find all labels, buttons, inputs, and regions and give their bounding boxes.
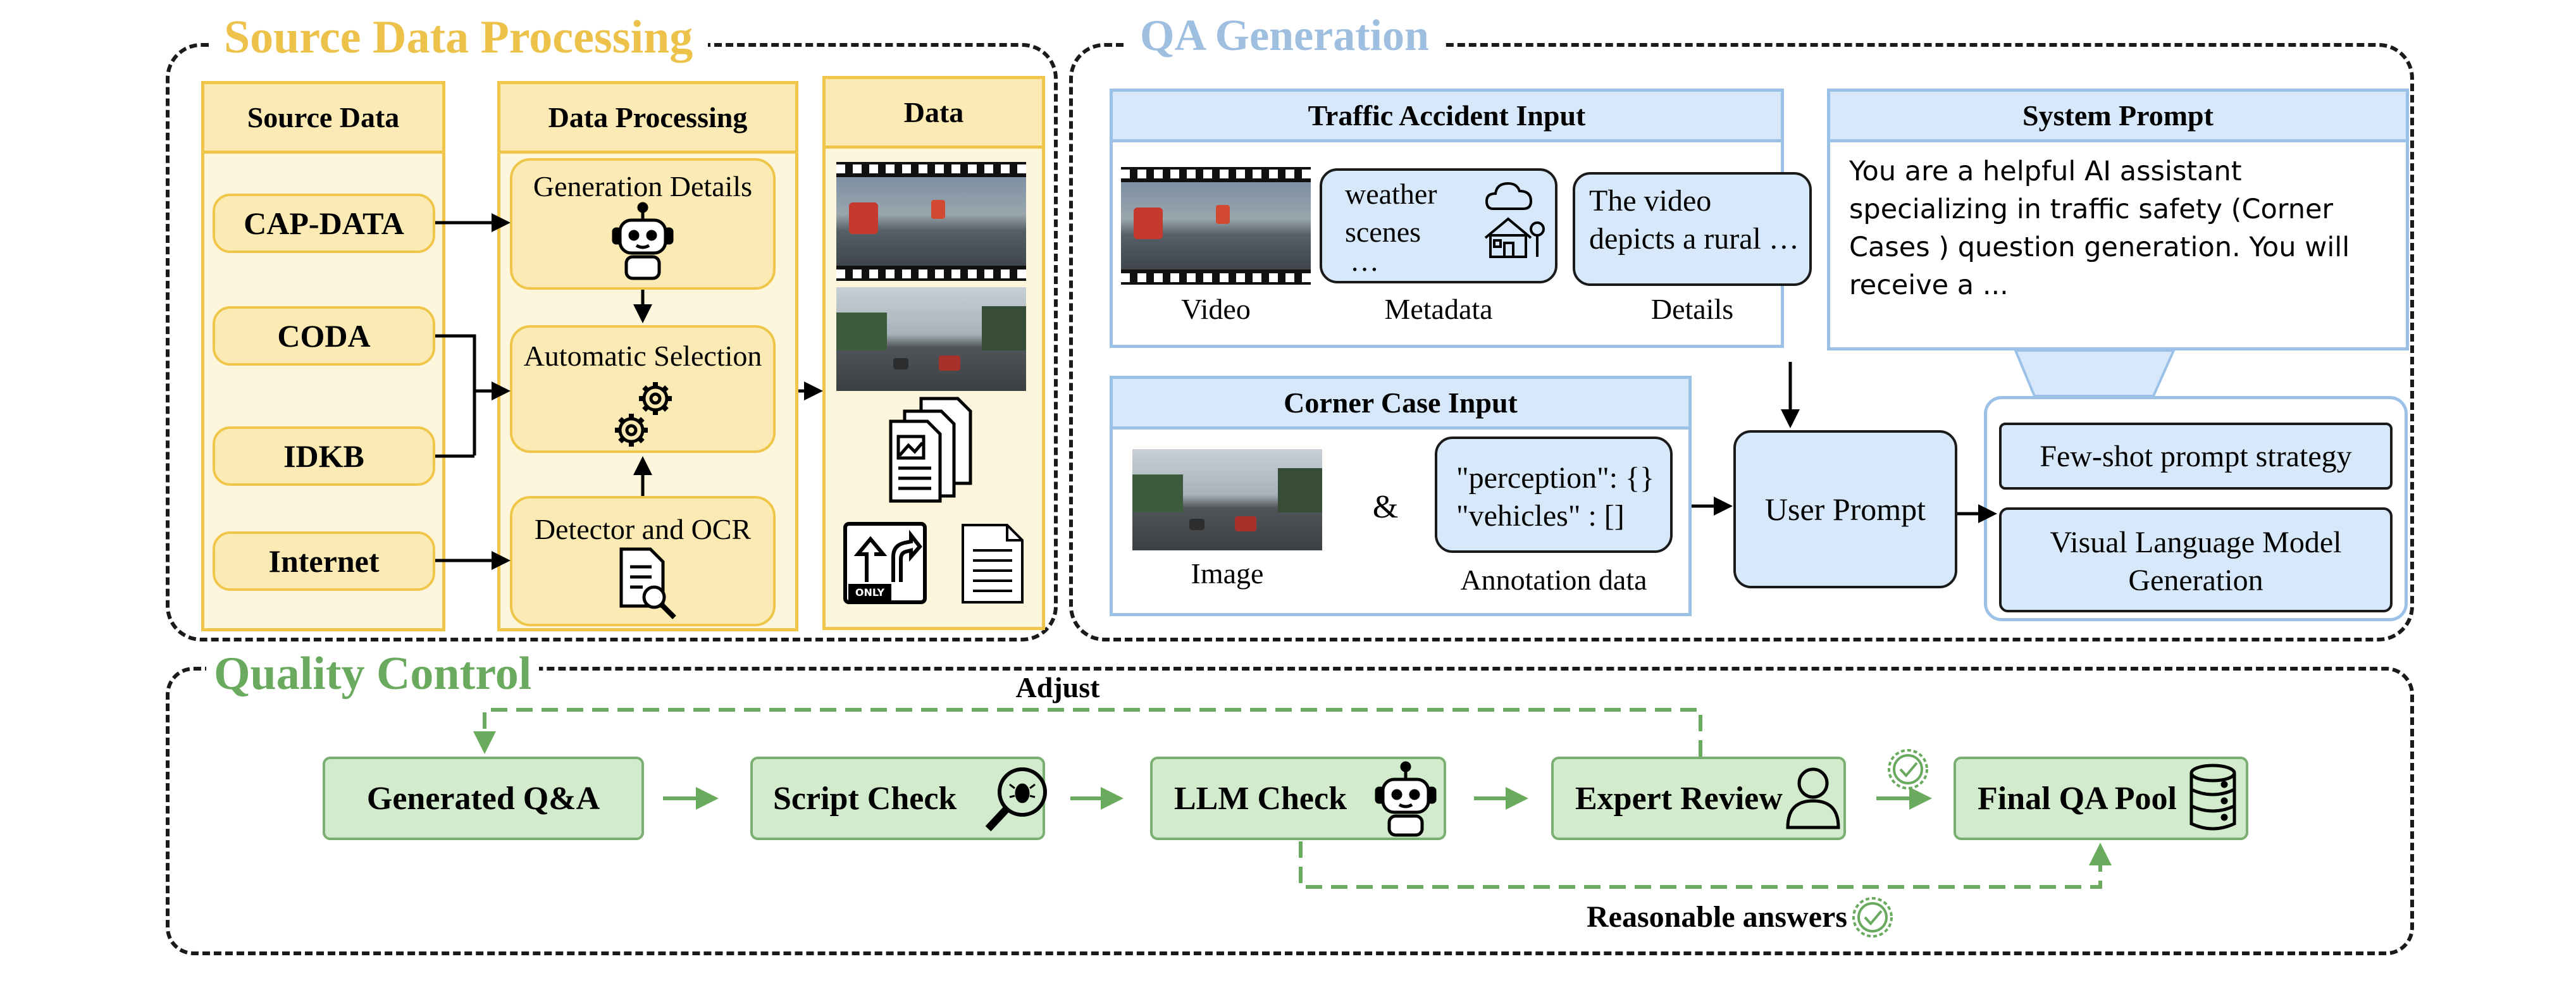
source-item-cap-data: CAP-DATA xyxy=(213,194,435,253)
metadata-text-1: weather xyxy=(1345,178,1437,210)
user-prompt-label: User Prompt xyxy=(1764,492,1926,527)
metadata-caption: Metadata xyxy=(1384,293,1493,325)
final-qa-pool-label: Final QA Pool xyxy=(1978,780,2177,817)
data-header: Data xyxy=(826,79,1042,149)
generated-qa-label: Generated Q&A xyxy=(366,780,600,817)
final-qa-pool-box: Final QA Pool xyxy=(1954,757,2248,840)
vlm-generation-box: Visual Language Model Generation xyxy=(1999,507,2393,612)
expert-review-label: Expert Review xyxy=(1575,780,1783,817)
source-data-header: Source Data xyxy=(204,84,442,154)
source-item-internet: Internet xyxy=(213,531,435,591)
ampersand: & xyxy=(1372,489,1399,525)
vlm-line-2: Generation xyxy=(2128,564,2263,597)
reasonable-answers-label: Reasonable answers xyxy=(1586,900,1847,934)
few-shot-strategy-label: Few-shot prompt strategy xyxy=(2040,439,2352,473)
metadata-text-2: scenes xyxy=(1345,216,1421,248)
film-strip-image xyxy=(836,162,1026,281)
qa-section-border xyxy=(1069,43,2414,641)
details-caption: Details xyxy=(1650,293,1734,325)
generated-qa-box: Generated Q&A xyxy=(323,757,644,840)
corner-case-image xyxy=(1132,449,1322,550)
annotation-line-2: "vehicles" : [] xyxy=(1456,499,1625,533)
annotation-caption: Annotation data xyxy=(1460,564,1647,596)
details-box: The video depicts a rural … xyxy=(1573,172,1812,286)
detector-ocr-label: Detector and OCR xyxy=(534,513,752,545)
metadata-text-3: … xyxy=(1350,245,1379,277)
llm-check-box: LLM Check xyxy=(1150,757,1446,840)
automatic-selection-label: Automatic Selection xyxy=(523,340,762,372)
automatic-selection-box: Automatic Selection xyxy=(510,325,776,453)
video-thumbnail xyxy=(1121,167,1311,285)
llm-check-label: LLM Check xyxy=(1174,780,1347,817)
image-caption: Image xyxy=(1191,557,1264,590)
annotation-line-1: "perception": {} xyxy=(1456,461,1655,495)
annotation-box: "perception": {} "vehicles" : [] xyxy=(1435,437,1673,553)
corner-case-header: Corner Case Input xyxy=(1113,379,1688,430)
road-image xyxy=(836,287,1026,391)
system-prompt-panel: System Prompt You are a helpful AI assis… xyxy=(1827,89,2409,350)
source-item-coda: CODA xyxy=(213,306,435,366)
script-check-box: Script Check xyxy=(750,757,1045,840)
source-item-idkb: IDKB xyxy=(213,426,435,486)
generation-details-box: Generation Details xyxy=(510,158,776,290)
qa-section-title: QA Generation xyxy=(1125,14,1444,58)
video-caption: Video xyxy=(1181,293,1251,325)
user-prompt-box: User Prompt xyxy=(1733,430,1957,588)
system-prompt-text: You are a helpful AI assistant specializ… xyxy=(1849,156,2350,301)
metadata-box: weather scenes … xyxy=(1320,168,1557,283)
data-processing-header: Data Processing xyxy=(500,84,795,154)
qc-section-border xyxy=(166,667,2414,955)
adjust-label: Adjust xyxy=(1015,671,1100,703)
few-shot-strategy-box: Few-shot prompt strategy xyxy=(1999,423,2393,490)
source-section-title: Source Data Processing xyxy=(209,14,709,61)
qc-section-title: Quality Control xyxy=(206,650,540,697)
vlm-line-1: Visual Language Model xyxy=(2050,526,2342,559)
traffic-accident-header: Traffic Accident Input xyxy=(1113,92,1781,142)
detector-ocr-box: Detector and OCR xyxy=(510,496,776,626)
system-prompt-header: System Prompt xyxy=(1830,92,2406,142)
script-check-label: Script Check xyxy=(773,780,957,817)
generation-details-label: Generation Details xyxy=(533,170,753,202)
details-text-1: The video xyxy=(1589,184,1712,218)
expert-review-box: Expert Review xyxy=(1551,757,1846,840)
details-text-2: depicts a rural … xyxy=(1589,222,1799,256)
